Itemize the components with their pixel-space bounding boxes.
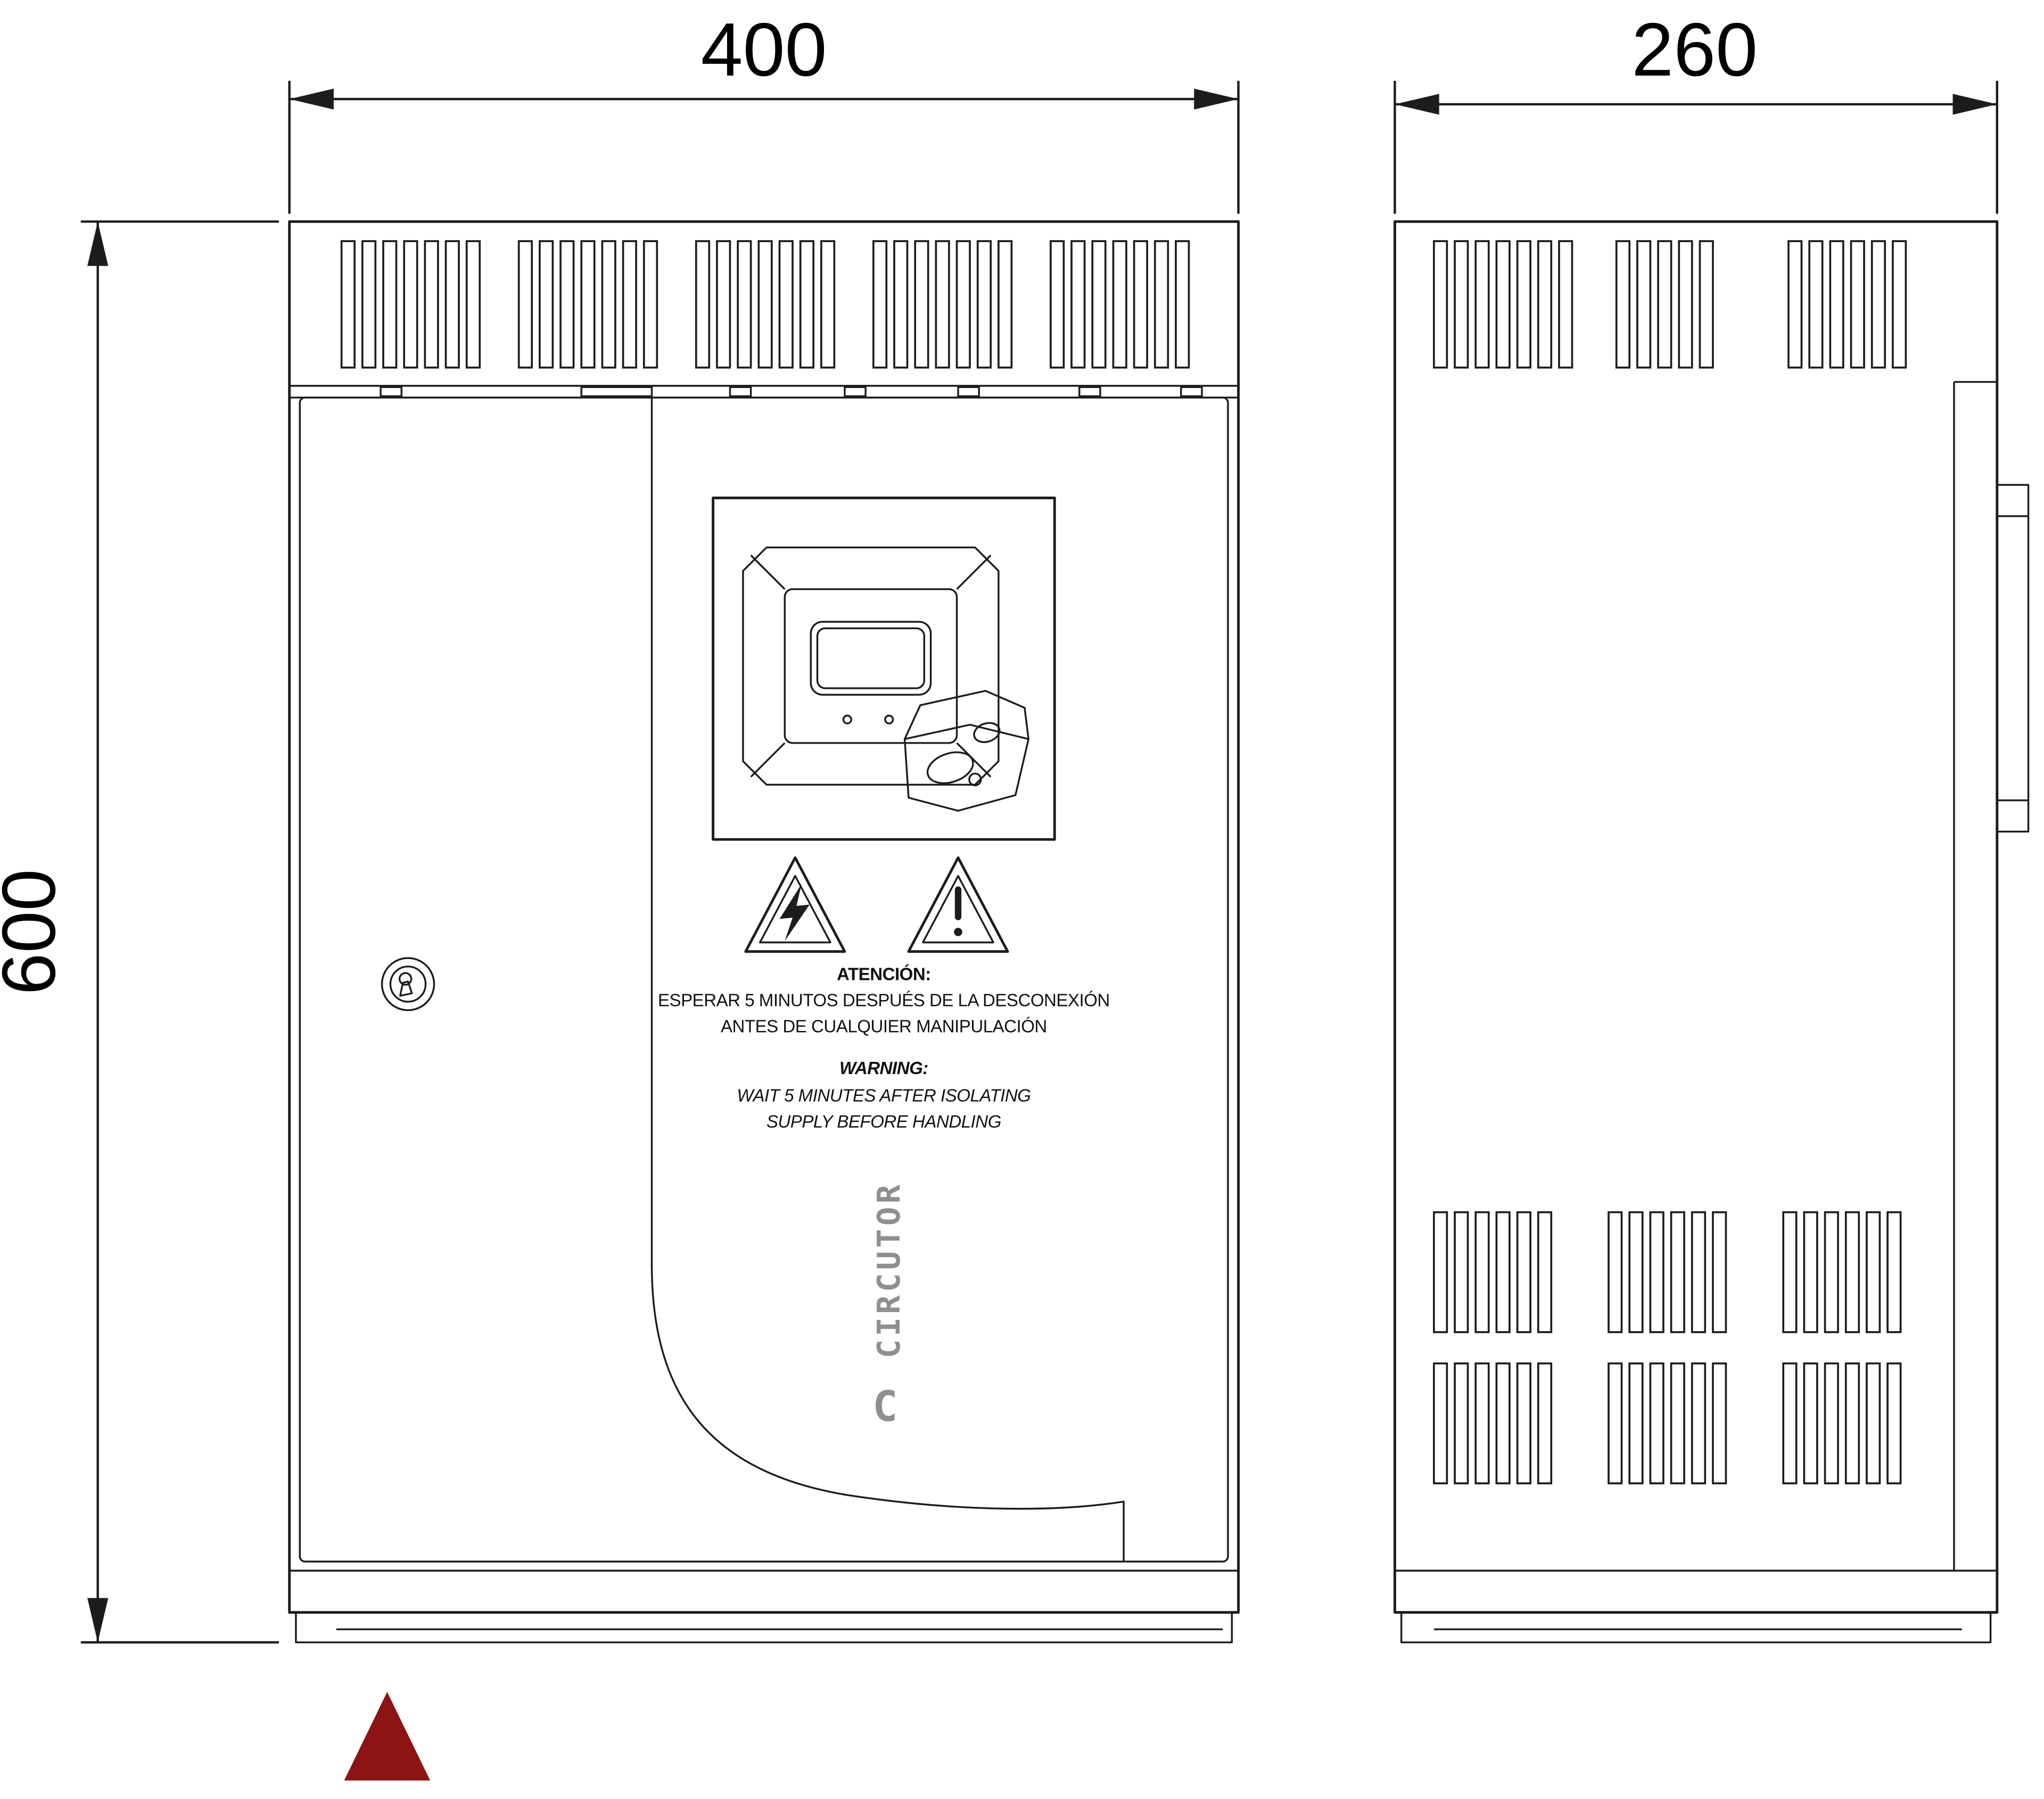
warning-line2: SUPPLY BEFORE HANDLING: [767, 1112, 1001, 1132]
attention-line1: ESPERAR 5 MINUTOS DESPUÉS DE LA DESCONEX…: [658, 991, 1110, 1011]
keypad-button-icon: [973, 722, 1001, 744]
warning-line1: WAIT 5 MINUTES AFTER ISOLATING: [737, 1086, 1031, 1105]
arrowhead-left-icon: [1395, 94, 1439, 115]
front-view: ATENCIÓN: ESPERAR 5 MINUTOS DESPUÉS DE L…: [288, 220, 1240, 1644]
dimension-width-label: 400: [701, 7, 827, 92]
arrowhead-left-icon: [289, 88, 334, 110]
side-view: [1393, 220, 2030, 1644]
red-triangle-marker-icon: [344, 1691, 431, 1781]
side-top-vents: [1433, 240, 1907, 369]
general-warning-triangle-icon: [907, 856, 1009, 953]
keypad-dot-icon: [968, 772, 982, 787]
dimension-height: 600: [0, 220, 279, 1644]
keypad-button-icon: [926, 751, 974, 785]
arrowhead-right-icon: [1952, 94, 1997, 115]
door-lock-icon: [381, 957, 435, 1011]
dimension-depth: 260: [1394, 7, 1999, 214]
brand-c-icon: C: [872, 1382, 897, 1431]
front-door: [299, 397, 1229, 1563]
display-panel: [712, 497, 1056, 841]
front-top-vents: [340, 240, 1190, 369]
display-screen: [810, 621, 932, 696]
arrowhead-bottom-icon: [87, 1598, 109, 1643]
dimension-height-label: 600: [0, 869, 71, 995]
door-style-curve: [650, 397, 1125, 1562]
side-door-edge: [1953, 381, 2030, 1571]
side-lower-vents-row2: [1433, 1362, 1902, 1484]
hinge-marks: [380, 386, 1203, 398]
side-plinth: [1395, 1570, 1997, 1644]
dimension-width: 400: [288, 7, 1240, 214]
led-dot-icon: [842, 714, 852, 724]
side-handle: [1996, 484, 2030, 833]
front-plinth: [289, 1570, 1239, 1644]
display-panel-frame: [712, 497, 1056, 841]
side-lower-vents-row1: [1433, 1211, 1902, 1333]
attention-title: ATENCIÓN:: [837, 964, 931, 985]
brand-name-vertical: CIRCUTOR: [870, 1182, 907, 1358]
arrowhead-top-icon: [87, 221, 109, 266]
keypad: [903, 690, 1029, 812]
arrowhead-right-icon: [1194, 88, 1239, 110]
display-bezel: [742, 546, 1000, 786]
attention-line2: ANTES DE CUALQUIER MANIPULACIÓN: [721, 1017, 1047, 1037]
warning-title: WARNING:: [839, 1059, 928, 1078]
warning-text-block: ATENCIÓN: ESPERAR 5 MINUTOS DESPUÉS DE L…: [658, 964, 1110, 1132]
led-dot-icon: [884, 714, 894, 724]
brand-logo: CIRCUTOR C: [870, 1182, 907, 1431]
electric-hazard-triangle-icon: [744, 856, 846, 953]
dimension-depth-label: 260: [1631, 7, 1758, 92]
